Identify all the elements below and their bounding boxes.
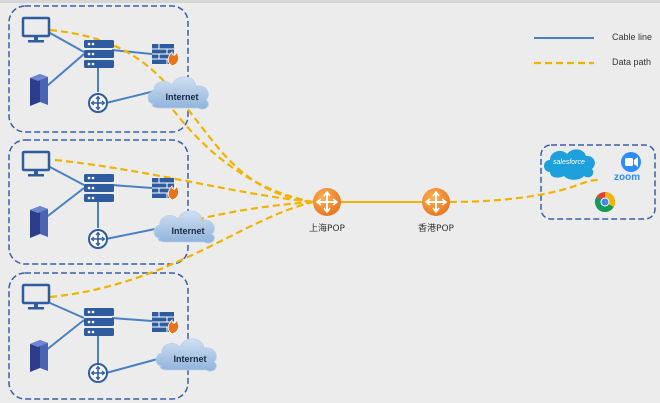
zoom-label: zoom	[614, 172, 641, 183]
chrome-icon	[595, 192, 615, 212]
switch-icon	[84, 40, 114, 68]
internet-label: Internet	[171, 226, 205, 236]
server-icon	[30, 74, 48, 106]
server-icon	[30, 340, 48, 372]
zoom-icon	[621, 152, 641, 172]
firewall-icon	[151, 311, 180, 335]
saas-frame	[540, 144, 656, 220]
switch-icon	[84, 174, 114, 202]
router-icon	[88, 93, 108, 113]
branch-frame-1	[8, 5, 189, 133]
router-icon	[88, 229, 108, 249]
server-icon	[30, 206, 48, 238]
salesforce-label: salesforce	[553, 159, 585, 166]
pop-label-hongkong: 香港POP	[418, 224, 454, 234]
firewall-icon	[151, 43, 180, 67]
internet-label: Internet	[173, 354, 207, 364]
switch-icon	[84, 308, 114, 336]
branch-frame-2	[8, 139, 189, 265]
router-icon	[88, 363, 108, 383]
data-paths	[49, 28, 599, 299]
pop-router-icon	[313, 188, 341, 216]
legend-cable-label: Cable line	[612, 32, 653, 42]
salesforce-icon	[544, 149, 595, 180]
firewall-icon	[151, 177, 180, 201]
pc-icon	[21, 150, 51, 178]
pc-icon	[21, 283, 51, 311]
pc-icon	[21, 16, 51, 44]
internet-label: Internet	[165, 92, 199, 102]
branch-frame-3	[8, 272, 189, 400]
legend-data-label: Data path	[612, 57, 652, 67]
pop-label-shanghai: 上海POP	[309, 224, 345, 234]
pop-router-icon	[422, 188, 450, 216]
top-rule	[0, 0, 660, 3]
